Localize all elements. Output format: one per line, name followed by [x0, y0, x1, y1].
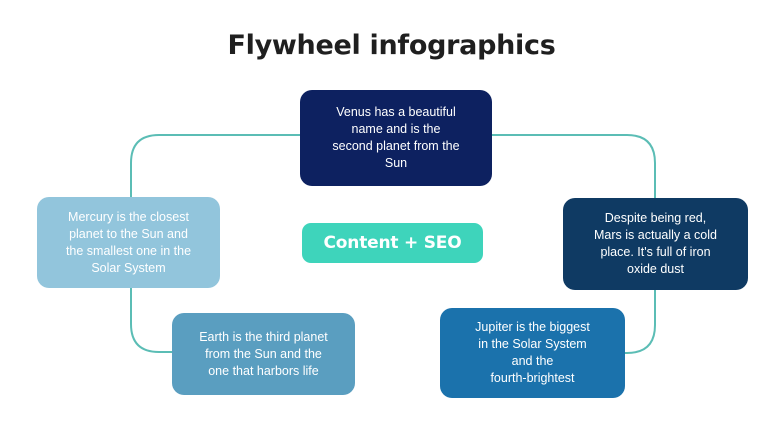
flywheel-node-mars-text: Despite being red, Mars is actually a co… — [594, 211, 717, 276]
flywheel-node-earth-text: Earth is the third planet from the Sun a… — [199, 329, 328, 378]
flywheel-node-jupiter[interactable]: Jupiter is the biggest in the Solar Syst… — [440, 308, 625, 398]
flywheel-node-jupiter-text: Jupiter is the biggest in the Solar Syst… — [475, 320, 590, 385]
flywheel-node-mercury-text: Mercury is the closest planet to the Sun… — [65, 209, 192, 275]
flywheel-node-earth[interactable]: Earth is the third planet from the Sun a… — [172, 313, 355, 395]
flywheel-node-venus-text: Venus has a beautiful name and is the se… — [332, 105, 460, 170]
flywheel-node-mars[interactable]: Despite being red, Mars is actually a co… — [563, 198, 748, 290]
connector-path-bottom-left — [130, 284, 201, 353]
center-label-content-seo[interactable]: Content + SEO — [302, 223, 483, 263]
connector-path-top-left — [130, 134, 494, 289]
flywheel-node-mercury[interactable]: Mercury is the closest planet to the Sun… — [37, 197, 220, 288]
page-title: Flywheel infographics — [227, 30, 556, 61]
center-label-text: Content + SEO — [323, 233, 462, 253]
connector-path-top-right — [299, 134, 656, 291]
flywheel-node-venus[interactable]: Venus has a beautiful name and is the se… — [300, 90, 492, 186]
connector-path-bottom-right — [589, 285, 656, 354]
